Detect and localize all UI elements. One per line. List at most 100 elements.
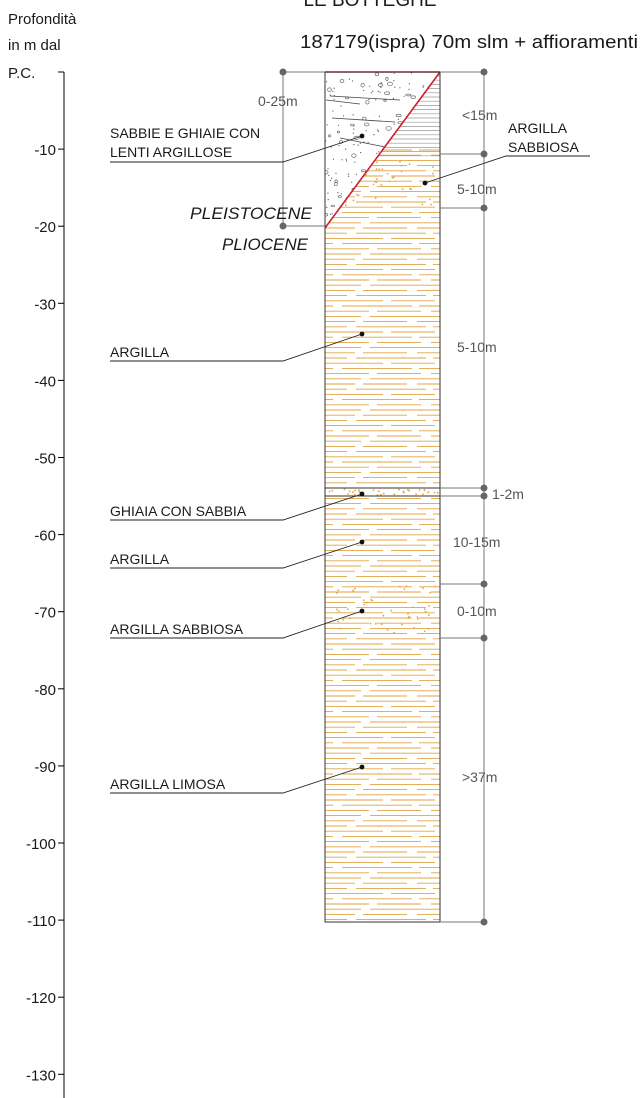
pleistocene-pliocene-boundary — [324, 71, 441, 229]
gravel-dot — [329, 94, 331, 96]
axis-label-line-1: Profondità — [8, 11, 77, 28]
gravel-dot — [368, 98, 370, 100]
gravel-dot — [408, 88, 410, 90]
column-background — [325, 72, 440, 922]
depth-tick-label: -40 — [34, 373, 56, 390]
layer-thickness-label: 5-10m — [457, 181, 497, 197]
gravel-dot — [333, 87, 335, 89]
depth-axis-label: Profondità in m dal P.C. — [8, 11, 77, 82]
sand-dot — [412, 606, 414, 609]
layer-name-label: ARGILLA — [508, 120, 568, 136]
gravel-dot — [331, 177, 333, 179]
column-border — [324, 71, 441, 923]
layer-name-label: ARGILLA LIMOSA — [110, 776, 226, 792]
sand-dot — [370, 599, 372, 601]
gravel-dot — [329, 179, 332, 181]
layer-leader-dot — [359, 608, 365, 614]
sand-dot — [339, 627, 342, 630]
sand-dot — [417, 618, 419, 620]
sand-dot — [418, 489, 421, 491]
gravel-dot — [353, 128, 355, 130]
gravel-dot — [393, 123, 395, 125]
sand-dot — [403, 588, 406, 590]
layer-leader-line — [110, 766, 363, 794]
sand-dot — [413, 627, 416, 629]
gravel-pebble — [353, 135, 360, 140]
gravel-dot — [369, 85, 371, 87]
layer-leader-line — [110, 493, 363, 521]
sand-dot — [337, 610, 340, 612]
gravel-pebble — [378, 83, 384, 87]
gravel-pebble — [395, 113, 402, 118]
depth-tick-label: -130 — [26, 1067, 56, 1084]
layer-thickness-label: 0-10m — [457, 603, 497, 619]
gravel-dimension-top-dot — [279, 68, 287, 76]
gravel-pebble — [385, 126, 392, 131]
gravel-dot — [393, 72, 395, 74]
gravel-dot — [355, 173, 357, 175]
depth-tick-label: -110 — [27, 913, 56, 930]
depth-axis: -10-20-30-40-50-60-70-80-90-100-110-120-… — [26, 71, 65, 1098]
gravel-dot — [348, 175, 350, 177]
sand-dot — [354, 493, 356, 496]
sand-dot — [427, 614, 430, 616]
sand-dot — [436, 491, 439, 494]
section-subtitle: 187179(ispra) 70m slm + affioramenti — [300, 32, 638, 52]
sand-dot — [358, 489, 360, 491]
gravel-dot — [343, 115, 345, 117]
sand-dot — [390, 609, 392, 612]
gravel-pebble — [385, 76, 389, 81]
layer-thickness-label: <15m — [462, 107, 497, 123]
gravel-dot — [332, 158, 334, 160]
gravel-dot — [423, 85, 425, 87]
sand-dot — [399, 160, 401, 163]
depth-axis-ticks: -10-20-30-40-50-60-70-80-90-100-110-120-… — [26, 142, 64, 1084]
sand-dot — [405, 585, 408, 588]
gravel-dot — [357, 144, 359, 146]
dimension-dot — [480, 68, 488, 76]
gravel-dot — [363, 89, 365, 92]
gravel-dot — [337, 124, 340, 126]
gravel-dot — [352, 125, 354, 127]
gravel-pebble — [336, 130, 340, 134]
layer-thickness-label: >37m — [462, 769, 497, 785]
gravel-pebble — [386, 81, 393, 86]
dimension-dot — [480, 204, 488, 212]
sand-dot — [422, 587, 424, 589]
sand-dot — [343, 488, 346, 491]
gravel-lens-line — [325, 99, 361, 105]
gravel-dimension-bottom-dot — [279, 222, 287, 230]
gravel-dot — [325, 81, 328, 83]
gravel-thickness-label: 0-25m — [258, 93, 298, 109]
sand-dot — [409, 187, 411, 190]
gravel-dot — [327, 192, 329, 194]
sand-dot — [356, 193, 358, 196]
sand-dot — [393, 493, 396, 496]
gravel-pebble — [325, 213, 328, 217]
depth-tick-label: -20 — [34, 219, 56, 236]
sand-dot — [380, 493, 382, 496]
gravel-dot — [326, 124, 328, 126]
gravel-pebble — [351, 153, 357, 158]
gravel-dot — [376, 152, 378, 154]
sand-dot — [362, 599, 365, 602]
gravel-dot — [327, 199, 329, 201]
gravel-dot — [332, 110, 334, 112]
gravel-thickness-dimension: 0-25m — [258, 68, 325, 230]
layer-leader-dot — [359, 133, 365, 139]
gravel-dot — [337, 192, 339, 194]
layer-leader-line — [110, 333, 363, 362]
gravel-dot — [326, 206, 328, 208]
layer-name-label: SABBIOSA — [508, 139, 579, 155]
gravel-dot — [380, 82, 382, 84]
layer-leader-line — [424, 155, 590, 184]
layer-name-label: GHIAIA CON SABBIA — [110, 503, 247, 519]
sand-dot — [378, 168, 381, 171]
layer-leader-dot — [422, 180, 428, 186]
depth-tick-label: -10 — [34, 142, 56, 159]
layer-name-label: ARGILLA SABBIOSA — [110, 621, 244, 637]
gravel-dot — [353, 144, 355, 146]
sand-dot — [408, 489, 411, 492]
gravel-pebble — [360, 82, 365, 88]
sand-dot — [347, 493, 350, 495]
